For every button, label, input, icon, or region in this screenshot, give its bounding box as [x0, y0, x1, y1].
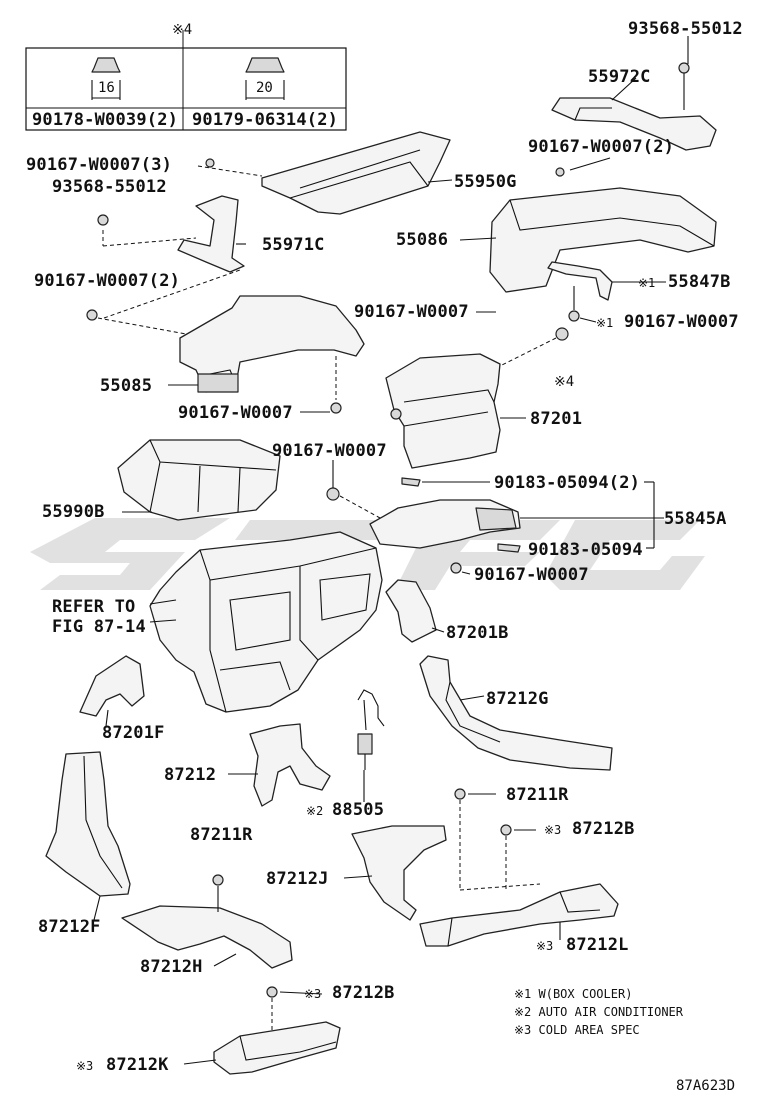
clip-nut-icon: [91, 57, 121, 100]
heater-unit-assembly[interactable]: [149, 531, 383, 713]
part-87212G[interactable]: [419, 655, 613, 771]
label-90167-center: 90167-W0007: [272, 441, 387, 461]
figure-code: 87A623D: [676, 1078, 735, 1094]
label-87212L: 87212L: [566, 935, 629, 955]
clip-nut-large-icon: [245, 57, 285, 100]
label-87212K: 87212K: [106, 1055, 169, 1075]
refer-to-line1: REFER TO: [52, 597, 135, 617]
label-87211R-right: 87211R: [506, 785, 569, 805]
label-93568-left: 93568-55012: [52, 177, 167, 197]
label-90167-mid: 90167-W0007: [354, 302, 469, 322]
leader-lines: [93, 36, 689, 1065]
label-90167-3: 90167-W0007(3): [26, 155, 172, 175]
label-88505: 88505: [332, 800, 384, 820]
part-87201F[interactable]: [79, 655, 145, 717]
legend-note-3: ※3 COLD AREA SPEC: [514, 1023, 640, 1037]
label-55950G: 55950G: [454, 172, 517, 192]
part-87212H[interactable]: [121, 874, 293, 969]
label-55990B: 55990B: [42, 502, 105, 522]
label-87201B: 87201B: [446, 623, 509, 643]
label-87212J: 87212J: [266, 869, 329, 889]
note-3-87212L: ※3: [536, 939, 553, 953]
part-55085[interactable]: [86, 269, 365, 414]
legend-note-1: ※1 W(BOX COOLER): [514, 987, 632, 1001]
label-87211R-left: 87211R: [190, 825, 253, 845]
label-55847B: 55847B: [668, 272, 731, 292]
table-part-90178: 90178-W0039(2): [32, 110, 178, 130]
part-87212J[interactable]: [351, 788, 541, 921]
label-90183-2: 90183-05094(2): [494, 473, 640, 493]
part-55847B[interactable]: [547, 261, 613, 322]
note-3-87212B-bottom: ※3: [304, 987, 321, 1001]
label-90167-below-55085: 90167-W0007: [178, 403, 293, 423]
table-part-90179: 90179-06314(2): [192, 110, 338, 130]
label-93568-top: 93568-55012: [628, 19, 743, 39]
refer-to-line2: FIG 87-14: [52, 617, 146, 637]
label-87212: 87212: [164, 765, 216, 785]
label-90167-2-left: 90167-W0007(2): [34, 271, 180, 291]
label-55086: 55086: [396, 230, 448, 250]
part-87201B[interactable]: [385, 579, 437, 643]
label-90167-2-right: 90167-W0007(2): [528, 137, 674, 157]
label-55845A: 55845A: [664, 509, 727, 529]
label-87201F: 87201F: [102, 723, 165, 743]
note-3-87212B-right: ※3: [544, 823, 561, 837]
part-55971C[interactable]: [97, 195, 245, 273]
label-87212B-bottom: 87212B: [332, 983, 395, 1003]
label-87212H: 87212H: [140, 957, 203, 977]
note-3-87212K: ※3: [76, 1059, 93, 1073]
note-4-mid: ※4: [554, 374, 574, 390]
part-87212F[interactable]: [45, 751, 131, 897]
legend-note-2: ※2 AUTO AIR CONDITIONER: [514, 1005, 684, 1019]
label-87201: 87201: [530, 409, 582, 429]
table-dim-16: 16: [98, 80, 115, 96]
part-87212[interactable]: [249, 723, 331, 807]
label-87212B-right: 87212B: [572, 819, 635, 839]
note-1-55847B: ※1: [638, 276, 655, 290]
fastener-table: [25, 30, 347, 131]
label-90167-low: 90167-W0007: [474, 565, 589, 585]
part-55086[interactable]: [489, 167, 717, 293]
part-55950G[interactable]: [205, 131, 451, 215]
part-87212L[interactable]: [419, 883, 619, 947]
part-87201[interactable]: [385, 327, 569, 469]
label-55972C: 55972C: [588, 67, 651, 87]
label-87212F: 87212F: [38, 917, 101, 937]
legend: ※1 W(BOX COOLER) ※2 AUTO AIR CONDITIONER…: [514, 987, 684, 1037]
callout-labels: ※4 16 20 90178-W0039(2) 90179-06314(2) 9…: [26, 19, 743, 1075]
label-55971C: 55971C: [262, 235, 325, 255]
note-1-90167: ※1: [596, 316, 613, 330]
table-dim-20: 20: [256, 80, 273, 96]
note-2-88505: ※2: [306, 804, 323, 818]
part-55845A[interactable]: [326, 477, 521, 574]
part-55972C[interactable]: [551, 62, 717, 151]
label-90167-note1: 90167-W0007: [624, 312, 739, 332]
part-88505[interactable]: [357, 689, 385, 770]
label-55085: 55085: [100, 376, 152, 396]
label-90183-single: 90183-05094: [528, 540, 643, 560]
part-55990B[interactable]: [117, 439, 281, 521]
part-87212K[interactable]: [213, 986, 341, 1075]
note-4-top: ※4: [172, 22, 192, 38]
label-87212G: 87212G: [486, 689, 549, 709]
